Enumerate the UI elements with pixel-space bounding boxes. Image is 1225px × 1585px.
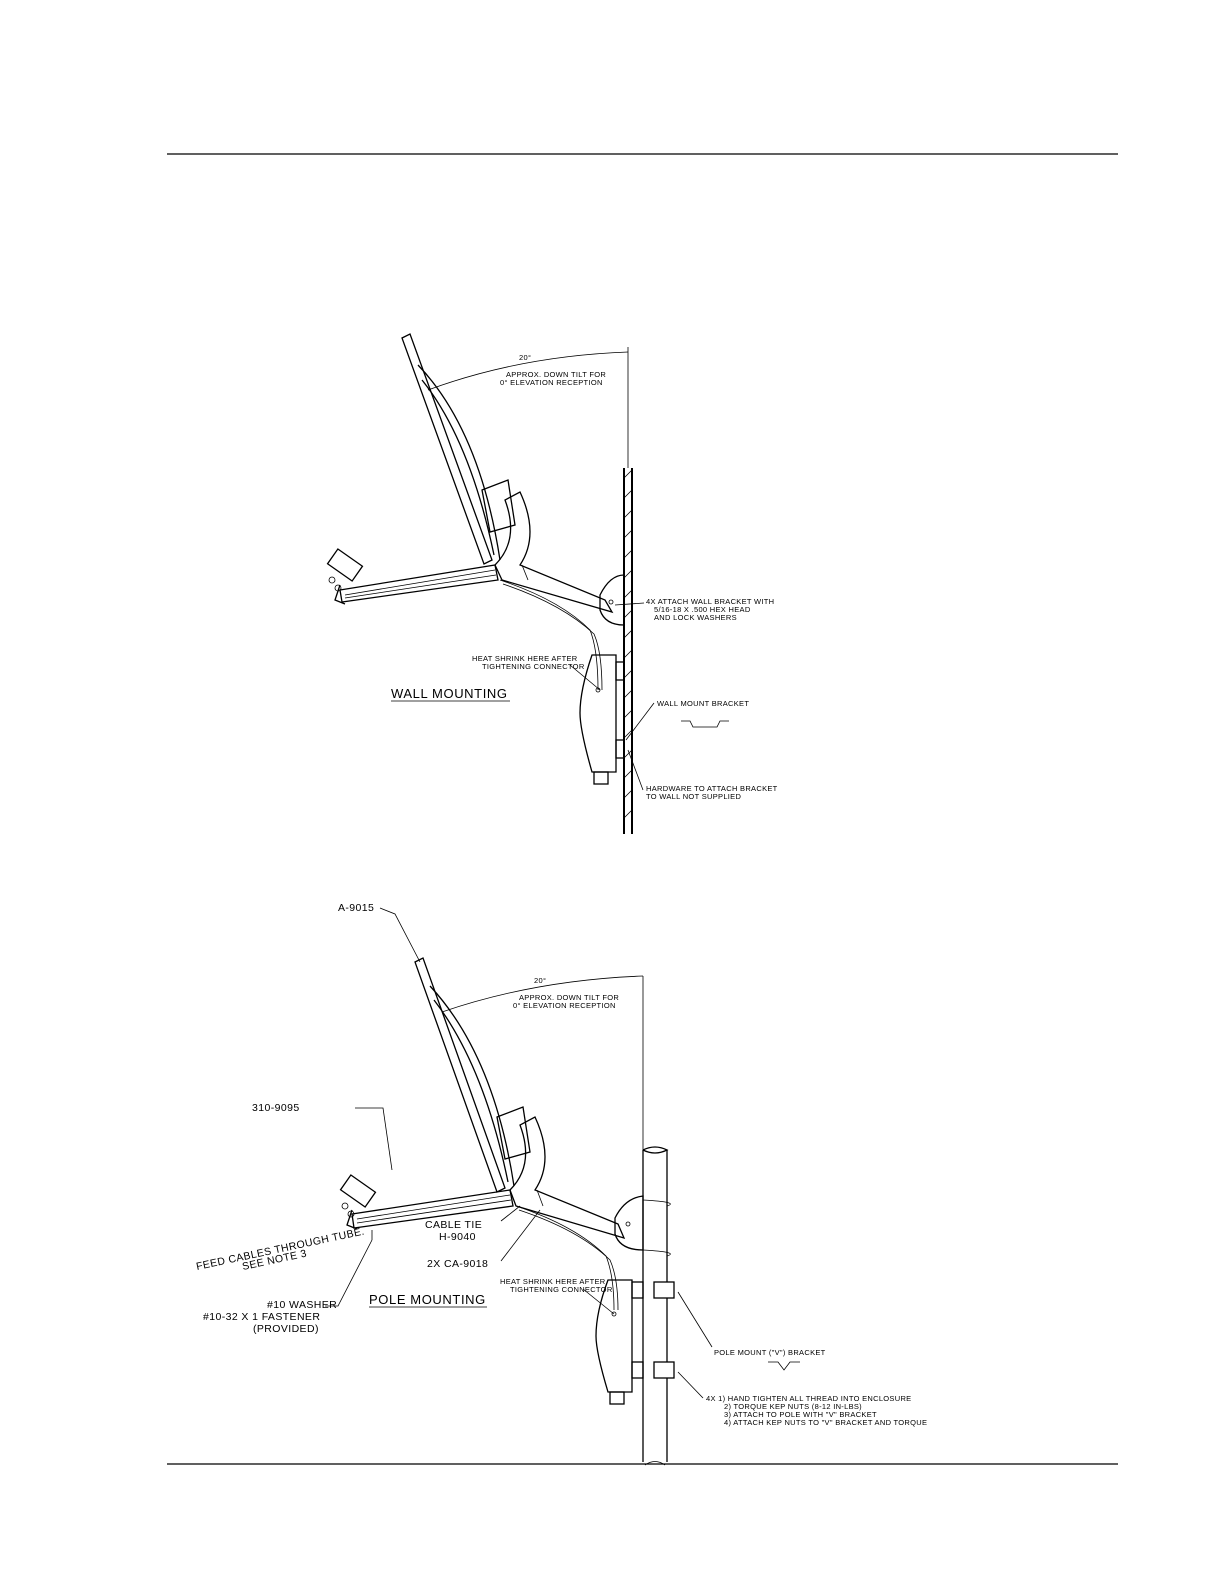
cable-tie-label-1: CABLE TIE (425, 1219, 482, 1231)
wall-mounting-title: WALL MOUNTING (391, 686, 508, 701)
pole-arm-bracket (614, 1195, 671, 1257)
v-bracket-profile (768, 1361, 800, 1371)
wall-attach-note-1: 4X ATTACH WALL BRACKET WITH (646, 597, 774, 606)
feed-cables-note-1: FEED CABLES THROUGH TUBE. (195, 1225, 366, 1272)
pole-reflector-dish (414, 957, 515, 1193)
wall-tilt-note-2: 0° ELEVATION RECEPTION (500, 378, 603, 387)
lnb-feed (326, 548, 364, 592)
wall-heat-shrink-2: TIGHTENING CONNECTOR (482, 662, 585, 671)
assembly-step-3: 3) ATTACH TO POLE WITH "V" BRACKET (724, 1410, 877, 1419)
wall-bracket (599, 574, 625, 626)
support-arm (481, 479, 614, 614)
part-310-9095-label: 310-9095 (252, 1102, 300, 1114)
wall-heat-shrink-1: HEAT SHRINK HERE AFTER (472, 654, 578, 663)
wall-attach-note-2: 5/16-18 X .500 HEX HEAD (654, 605, 751, 614)
reflector-dish (401, 333, 501, 565)
cable-part-label: 2X CA-9018 (427, 1258, 488, 1270)
feed-arm (334, 564, 499, 605)
wall-mounting-view: 20° APPROX. DOWN TILT FOR 0° ELEVATION R… (326, 333, 778, 834)
pole-heat-shrink-2: TIGHTENING CONNECTOR (510, 1285, 613, 1294)
pole-heat-shrink-1: HEAT SHRINK HERE AFTER (500, 1277, 606, 1286)
washer-note-1: #10 WASHER (267, 1299, 337, 1311)
wall (623, 468, 633, 834)
wall-tilt-note-1: APPROX. DOWN TILT FOR (506, 370, 606, 379)
wall-bracket-profile (681, 720, 729, 728)
pole-angle-label: 20° (534, 976, 546, 985)
pole-lnb-feed (339, 1174, 377, 1240)
pole-mounting-view: A-9015 20° APPROX. DOWN TILT FOR 0° ELEV… (195, 902, 927, 1466)
pole-tilt-note-2: 0° ELEVATION RECEPTION (513, 1001, 616, 1010)
pole-feed-arm (346, 1189, 514, 1230)
wall-hardware-note-1: HARDWARE TO ATTACH BRACKET (646, 784, 778, 793)
assembly-step-2: 2) TORQUE KEP NUTS (8-12 IN-LBS) (724, 1402, 862, 1411)
pole-tilt-angle-arc (441, 975, 644, 1013)
wall-bracket-label: WALL MOUNT BRACKET (657, 699, 749, 708)
v-bracket-label: POLE MOUNT ("V") BRACKET (714, 1348, 826, 1357)
wall-angle-label: 20° (519, 353, 531, 362)
washer-note-3: (PROVIDED) (253, 1323, 319, 1335)
pole-tilt-note-1: APPROX. DOWN TILT FOR (519, 993, 619, 1002)
wall-hardware-note-2: TO WALL NOT SUPPLIED (646, 792, 741, 801)
pole-mounting-title: POLE MOUNTING (369, 1292, 486, 1307)
pole-support-arm (496, 1106, 626, 1240)
tilt-angle-arc (427, 351, 629, 391)
pole (642, 1146, 669, 1466)
pole-electronics-enclosure (595, 1279, 675, 1405)
assembly-step-4: 4) ATTACH KEP NUTS TO "V" BRACKET AND TO… (724, 1418, 927, 1427)
cable-tie-label-2: H-9040 (439, 1231, 476, 1243)
washer-note-2: #10-32 X 1 FASTENER (203, 1311, 320, 1323)
assembly-step-1: 4X 1) HAND TIGHTEN ALL THREAD INTO ENCLO… (706, 1394, 911, 1403)
wall-attach-note-3: AND LOCK WASHERS (654, 613, 737, 622)
part-a9015-label: A-9015 (338, 902, 374, 914)
cable-run (499, 579, 599, 691)
